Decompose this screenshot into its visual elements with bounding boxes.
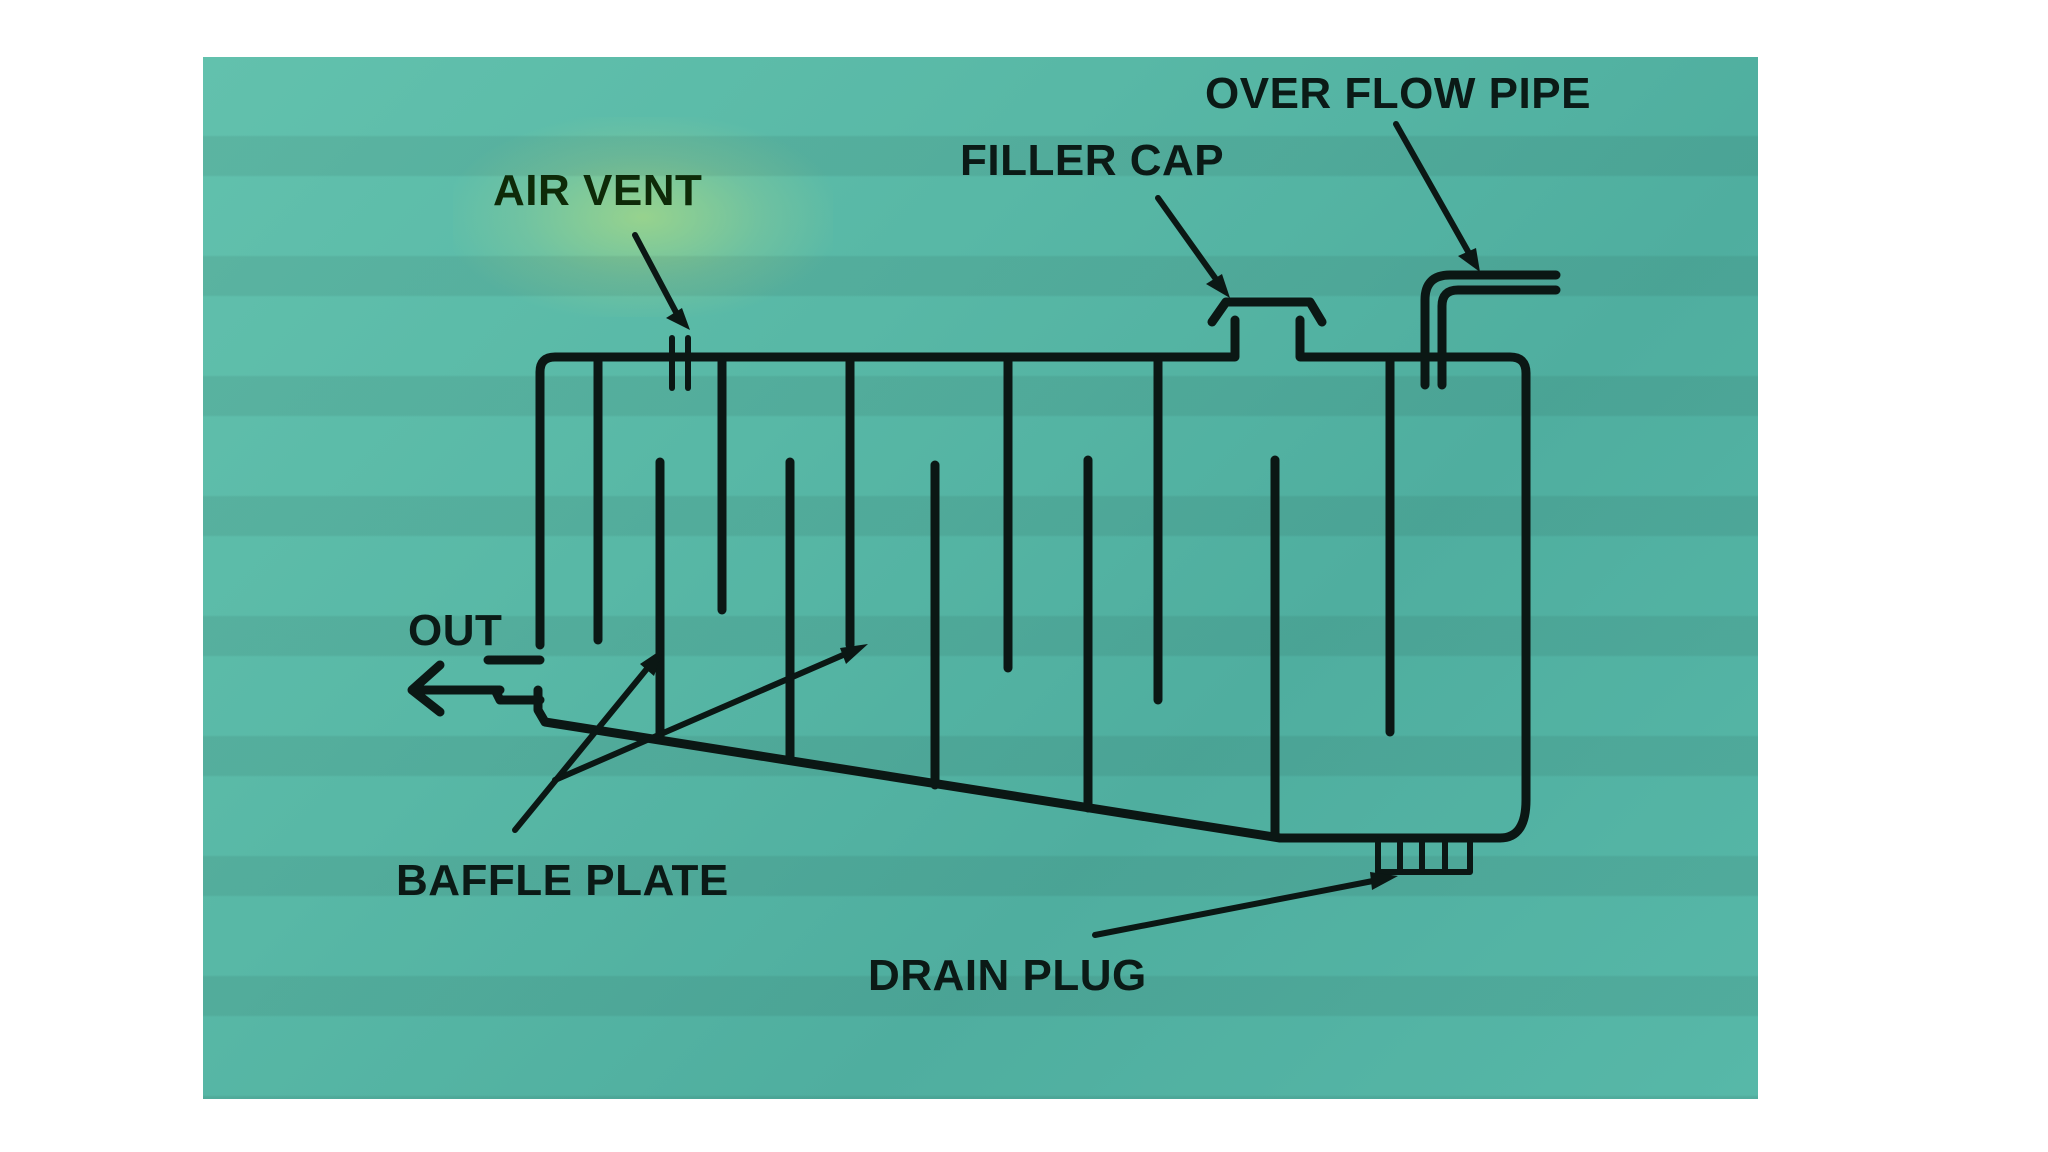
out-arrow <box>407 660 505 717</box>
tank-outline <box>533 315 1531 843</box>
filler-cap <box>1207 297 1327 327</box>
highlighter-glow <box>453 117 833 317</box>
overflow-pipe <box>1420 270 1561 390</box>
leader-lines <box>512 121 1480 938</box>
drain-plug <box>1375 837 1473 875</box>
baffle-plates-bottom <box>655 455 1280 841</box>
out-label: OUT <box>408 606 502 655</box>
diagram-photo <box>203 57 1758 1099</box>
over-flow-pipe-label: OVER FLOW PIPE <box>1205 69 1591 118</box>
air-vent-label: AIR VENT <box>493 166 702 215</box>
bleed-through-text <box>203 57 1758 1099</box>
drain-plug-label: DRAIN PLUG <box>868 951 1147 1000</box>
baffle-plates-top <box>593 355 1395 737</box>
baffle-plate-label: BAFFLE PLATE <box>396 856 729 905</box>
air-vent-fitting <box>669 335 691 391</box>
filler-cap-label: FILLER CAP <box>960 136 1224 185</box>
overflow-pipe-inner <box>1437 285 1561 390</box>
